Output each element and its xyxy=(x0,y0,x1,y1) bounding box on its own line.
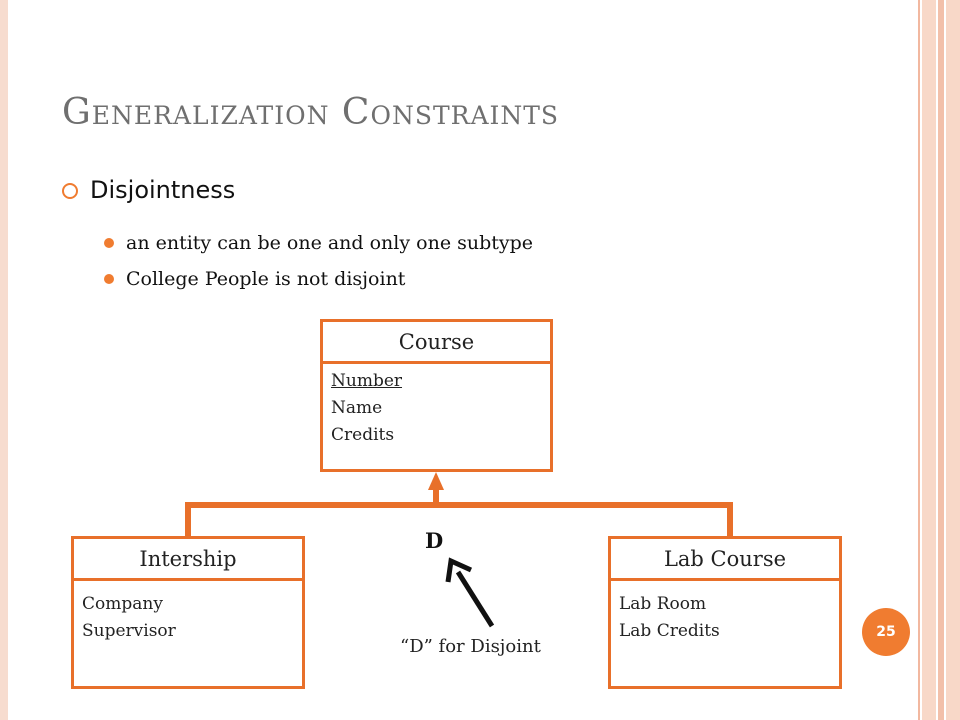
course-entity-box: Course Number Name Credits xyxy=(320,319,553,472)
course-entity-name: Course xyxy=(323,322,550,364)
attr-credits: Credits xyxy=(331,425,395,445)
attr-name: Name xyxy=(331,398,383,418)
bullet-text: Disjointness xyxy=(90,176,236,204)
intership-entity-name: Intership xyxy=(74,539,302,581)
disjoint-annotation: “D” for Disjoint xyxy=(400,636,541,657)
connector-line xyxy=(185,502,733,538)
disjoint-constraint-label: D xyxy=(425,528,444,553)
sub-bullet: College People is not disjoint xyxy=(104,268,405,290)
attr-number: Number xyxy=(331,371,403,391)
lab-course-attributes: Lab Room Lab Credits xyxy=(611,581,839,645)
intership-attributes: Company Supervisor xyxy=(74,581,302,645)
lab-course-entity-name: Lab Course xyxy=(611,539,839,581)
sub-bullet-text: an entity can be one and only one subtyp… xyxy=(126,232,534,254)
attr-lab-room: Lab Room xyxy=(619,594,707,614)
ring-bullet-icon xyxy=(62,183,78,199)
annotation-arrow-shaft xyxy=(455,570,495,628)
course-attributes: Number Name Credits xyxy=(323,364,550,449)
sub-bullet-text: College People is not disjoint xyxy=(126,268,406,290)
dot-bullet-icon xyxy=(104,238,114,248)
page-number-badge: 25 xyxy=(862,608,910,656)
connector-arrowhead xyxy=(428,472,444,490)
dot-bullet-icon xyxy=(104,274,114,284)
attr-supervisor: Supervisor xyxy=(82,621,176,641)
attr-company: Company xyxy=(82,594,163,614)
slide-title: Generalization Constraints xyxy=(62,92,560,133)
lab-course-entity-box: Lab Course Lab Room Lab Credits xyxy=(608,536,842,689)
annotation-arrowhead xyxy=(445,557,473,583)
left-frame-stripe xyxy=(0,0,8,720)
sub-bullet: an entity can be one and only one subtyp… xyxy=(104,232,533,254)
bullet-disjointness: Disjointness xyxy=(62,176,235,204)
right-frame-stripes xyxy=(918,0,960,720)
attr-lab-credits: Lab Credits xyxy=(619,621,720,641)
intership-entity-box: Intership Company Supervisor xyxy=(71,536,305,689)
